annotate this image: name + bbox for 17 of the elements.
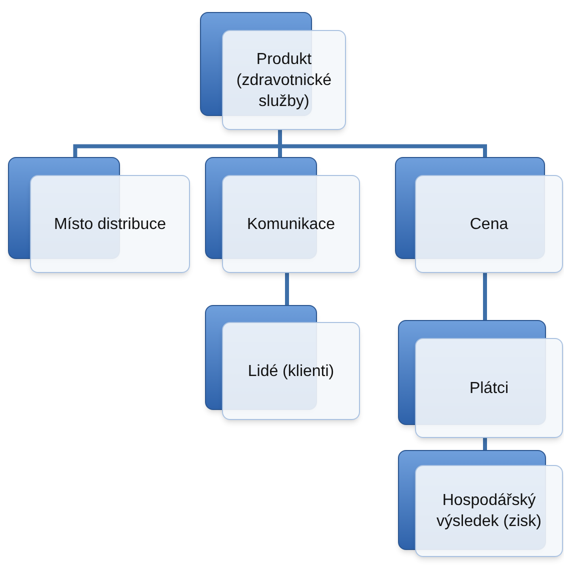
stacked-card-node — [200, 12, 346, 130]
node-label: Komunikace — [246, 214, 336, 234]
node-label: Produkt (zdravotnické služby) — [235, 50, 333, 112]
stacked-card-node — [205, 157, 360, 273]
node-label: Plátci — [469, 378, 509, 398]
connector-line — [483, 273, 487, 320]
node-label: Cena — [470, 214, 508, 234]
connector-line — [483, 438, 487, 450]
stacked-card-node — [398, 450, 563, 557]
connector-line — [285, 273, 289, 305]
stacked-card-node — [205, 305, 360, 420]
node-label: Místo distribuce — [54, 214, 166, 234]
stacked-card-node — [8, 157, 190, 273]
stacked-card-node — [398, 320, 563, 438]
node-label: Lidé (klienti) — [248, 362, 334, 382]
stacked-card-node — [395, 157, 563, 273]
node-label: Hospodářský výsledek (zisk) — [436, 491, 542, 532]
